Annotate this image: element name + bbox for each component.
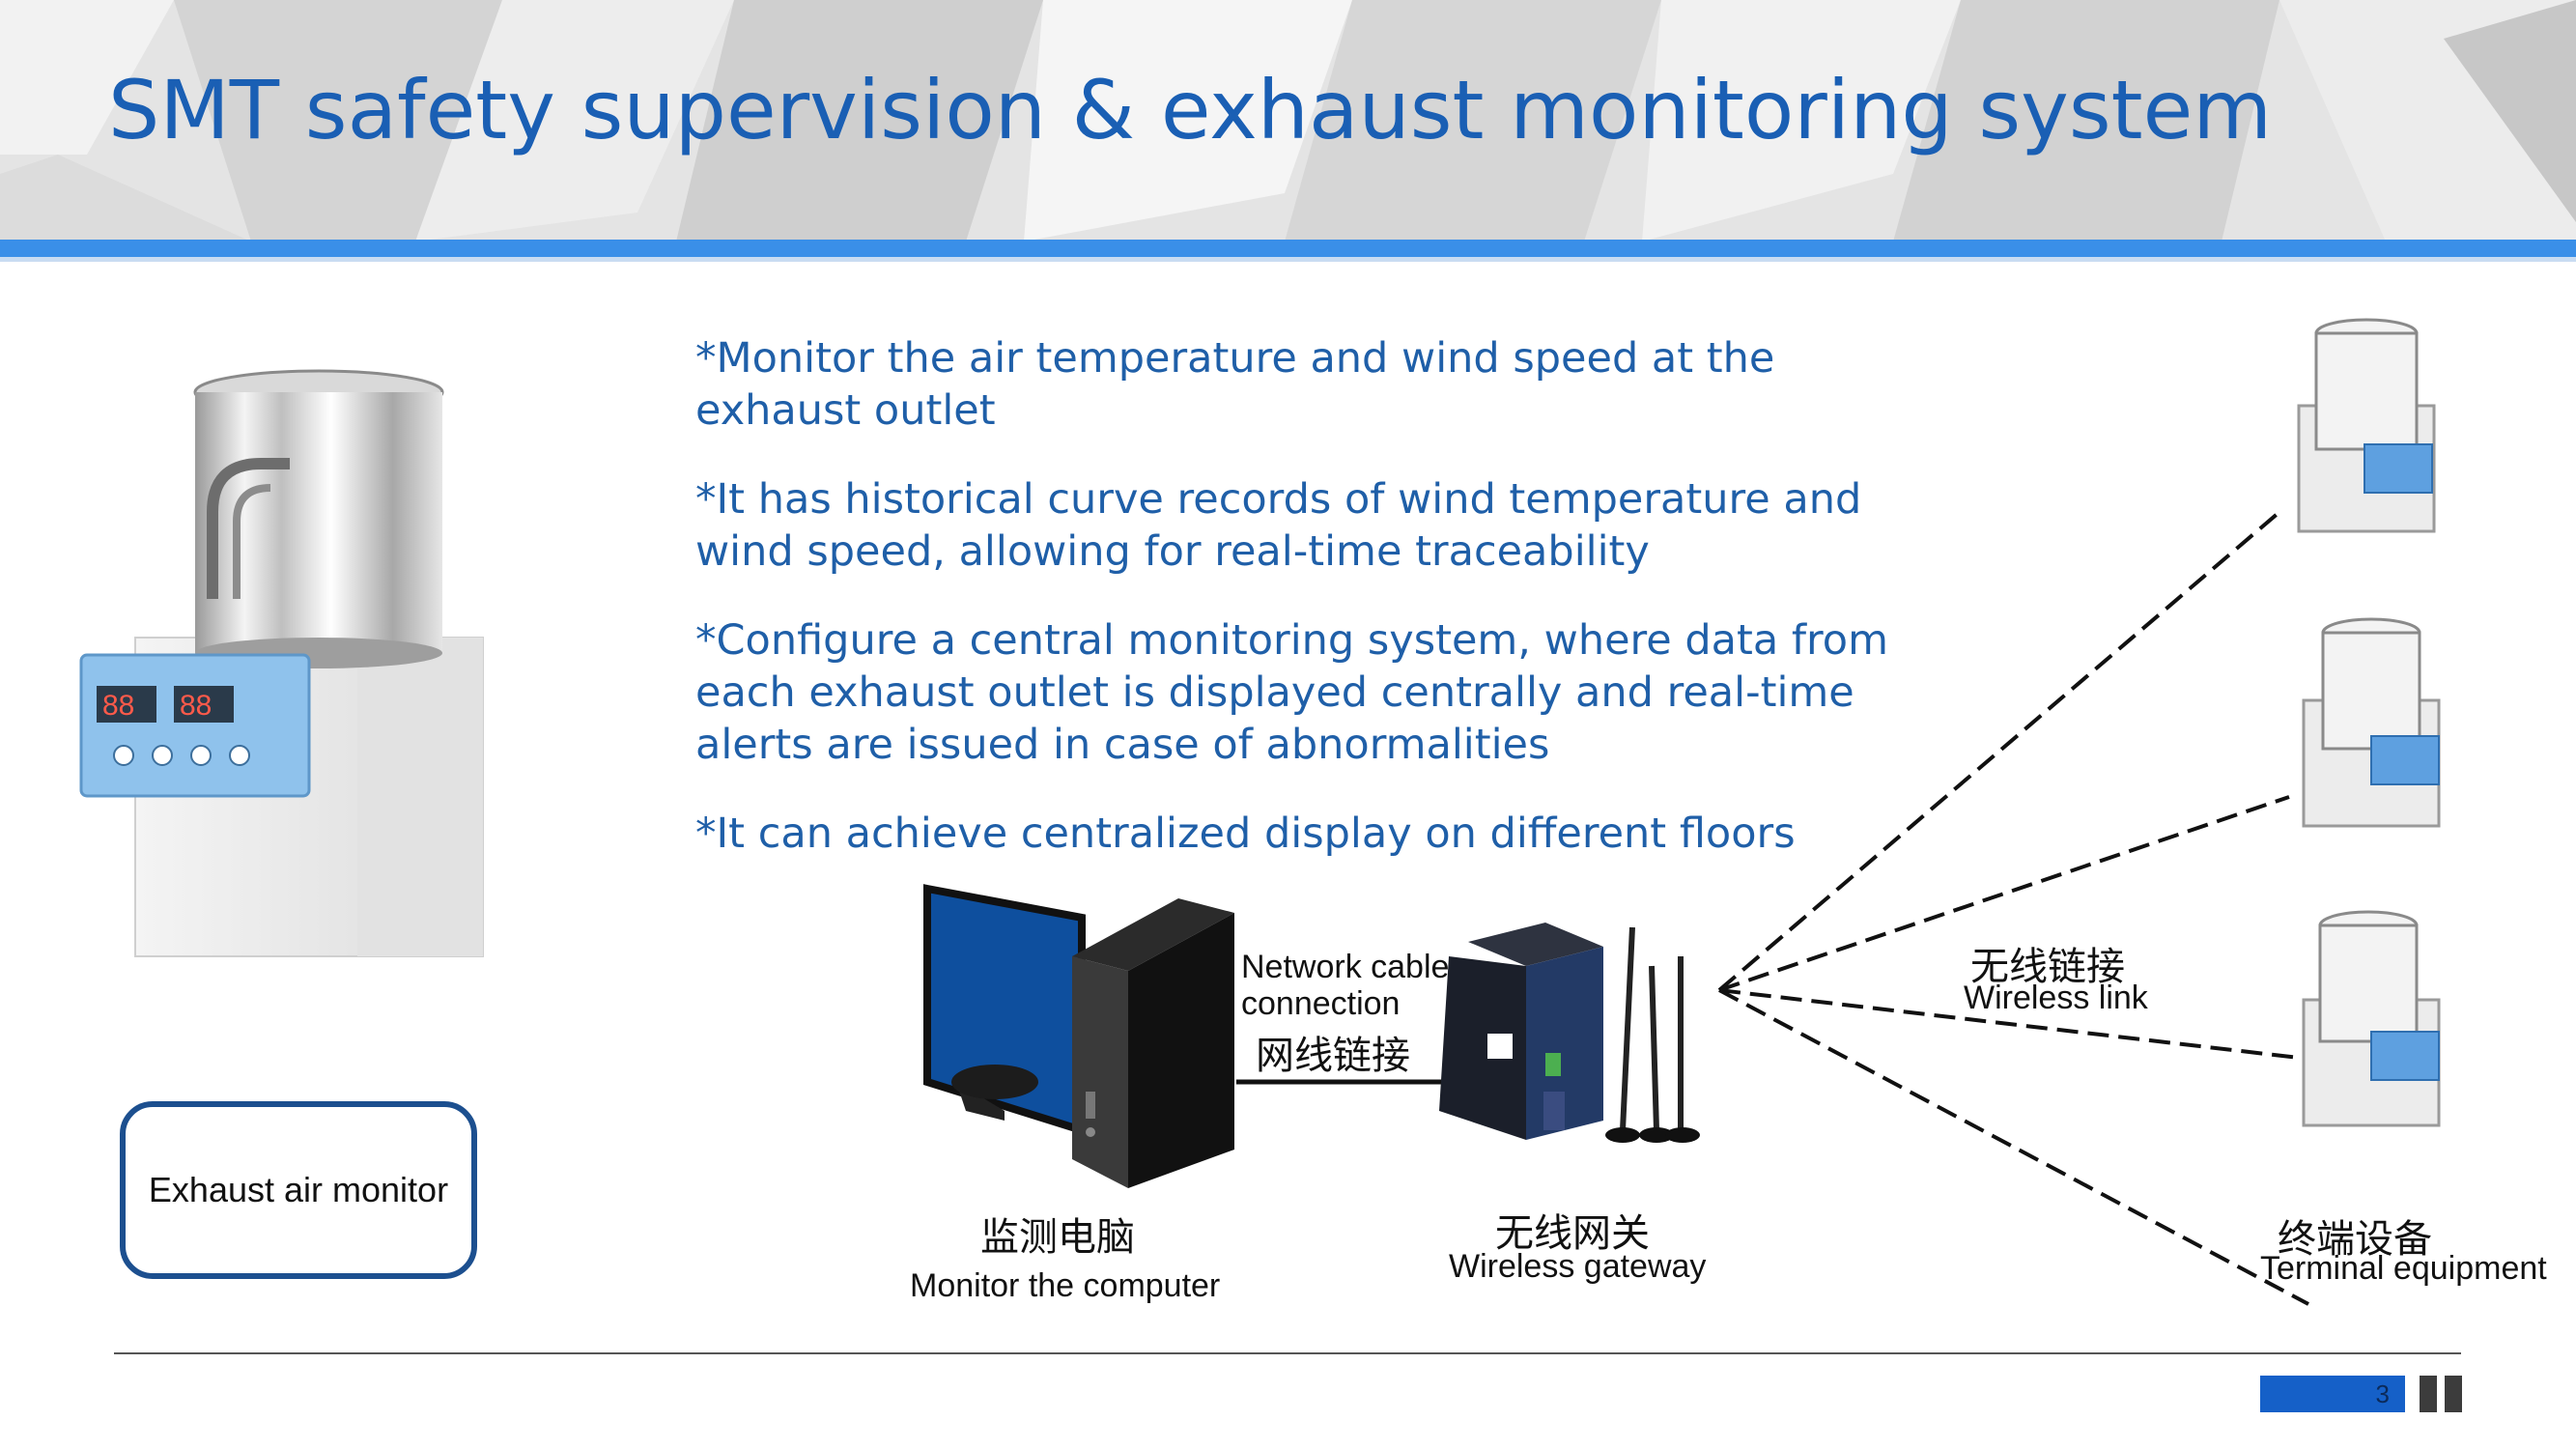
page-number-box: 3 — [2260, 1376, 2405, 1412]
svg-text:88: 88 — [180, 690, 212, 722]
footer-divider — [114, 1352, 2461, 1354]
bullet-3-line-1: *Configure a central monitoring system, … — [695, 616, 1888, 665]
bullet-3-line-2: each exhaust outlet is displayed central… — [695, 668, 1854, 717]
product-label: Exhaust air monitor — [148, 1170, 449, 1209]
bullet-1-line-1: *Monitor the air temperature and wind sp… — [695, 334, 1775, 383]
terminal-label-en: Terminal equipment — [2260, 1250, 2547, 1287]
bullet-2-line-1: *It has historical curve records of wind… — [695, 475, 1862, 524]
page-title: SMT safety supervision & exhaust monitor… — [108, 63, 2273, 157]
header-accent-bar-light — [0, 257, 2576, 262]
footer-bar-1 — [2420, 1376, 2437, 1412]
product-label-box: Exhaust air monitor — [120, 1101, 477, 1279]
wireless-link-label-en: Wireless link — [1964, 980, 2148, 1016]
bullet-4-line-1: *It can achieve centralized display on d… — [695, 810, 1796, 858]
computer-icon — [923, 884, 1234, 1188]
bullet-3-line-3: alerts are issued in case of abnormaliti… — [695, 721, 1550, 769]
wireless-gateway-icon — [1439, 923, 1700, 1143]
bullet-2-line-2: wind speed, allowing for real-time trace… — [695, 527, 1650, 576]
terminal-label-cn: 终端设备 — [2278, 1217, 2432, 1262]
gateway-label-cn: 无线网关 — [1495, 1211, 1650, 1256]
exhaust-monitor-image: 88 88 — [79, 369, 484, 957]
cable-label-cn: 网线链接 — [1256, 1034, 1410, 1078]
terminal-device-icon-1 — [2297, 318, 2436, 533]
svg-text:88: 88 — [102, 690, 134, 722]
gateway-label-en: Wireless gateway — [1449, 1248, 1707, 1285]
computer-label-en: Monitor the computer — [910, 1267, 1221, 1304]
cable-label-en-2: connection — [1241, 985, 1401, 1022]
footer-bar-2 — [2445, 1376, 2462, 1412]
header-accent-bar — [0, 240, 2576, 257]
cable-label-en-1: Network cable — [1241, 949, 1450, 985]
page-number: 3 — [2375, 1378, 2390, 1408]
terminal-device-icon-2 — [2302, 617, 2441, 828]
header-background — [0, 0, 2576, 242]
terminal-device-icon-3 — [2302, 910, 2441, 1127]
bullet-1-line-2: exhaust outlet — [695, 386, 996, 435]
wireless-links — [1717, 510, 2309, 1306]
wireless-link-label-cn: 无线链接 — [1970, 945, 2125, 989]
computer-label-cn: 监测电脑 — [980, 1215, 1135, 1260]
